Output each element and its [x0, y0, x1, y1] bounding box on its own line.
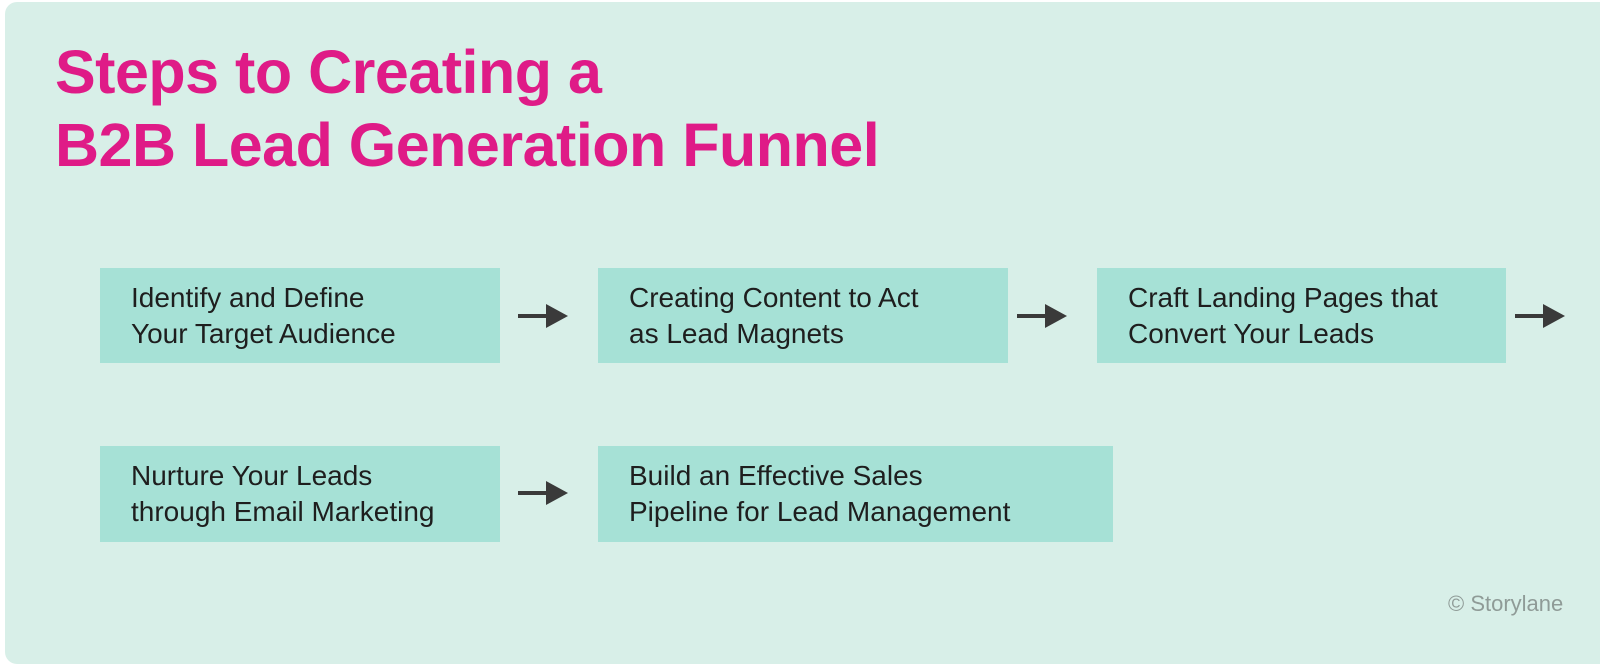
- arrow-right-icon: [1515, 304, 1565, 328]
- infographic-title: Steps to Creating a B2B Lead Generation …: [55, 38, 880, 179]
- step-box-sales-pipeline: Build an Effective Sales Pipeline for Le…: [598, 446, 1113, 542]
- step-box-identify-audience: Identify and Define Your Target Audience: [100, 268, 500, 363]
- step-box-email-nurture: Nurture Your Leads through Email Marketi…: [100, 446, 500, 542]
- background-panel: Steps to Creating a B2B Lead Generation …: [5, 2, 1600, 664]
- watermark: © Storylane: [1448, 591, 1564, 616]
- step-label: Craft Landing Pages that Convert Your Le…: [1128, 281, 1438, 349]
- step-label: Creating Content to Act as Lead Magnets: [629, 281, 919, 349]
- step-box-lead-magnets: Creating Content to Act as Lead Magnets: [598, 268, 1008, 363]
- arrow-right-icon: [518, 304, 568, 328]
- arrow-right-icon: [1017, 304, 1067, 328]
- step-label: Identify and Define Your Target Audience: [131, 281, 396, 349]
- arrow-right-icon: [518, 481, 568, 505]
- step-box-landing-pages: Craft Landing Pages that Convert Your Le…: [1097, 268, 1506, 363]
- step-label: Build an Effective Sales Pipeline for Le…: [629, 460, 1011, 527]
- step-label: Nurture Your Leads through Email Marketi…: [131, 460, 435, 527]
